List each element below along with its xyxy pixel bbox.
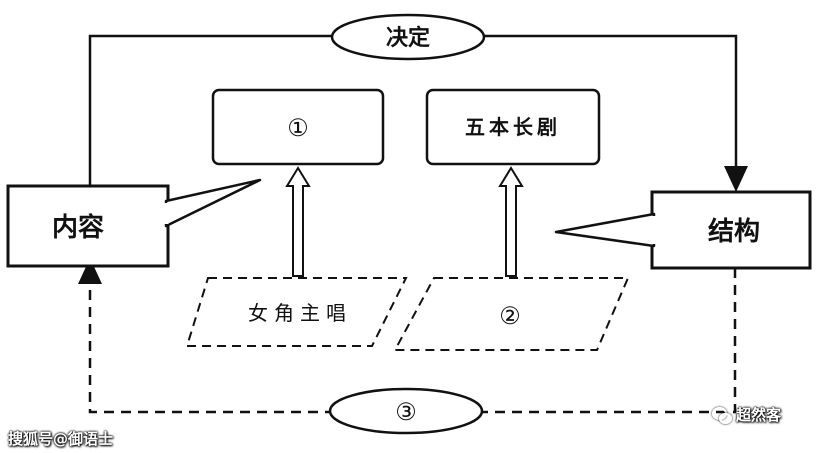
blank-box-2 [425,88,601,166]
watermark-right-text: 超然客 [736,406,782,424]
watermark-right: 超然客 [712,404,781,425]
bottom-ellipse-label: ③ [395,398,417,426]
content-box-label: 内容 [52,212,104,243]
blank-box-2-label: 五本长剧 [465,115,561,139]
decides-arrowhead [724,166,748,192]
structure-callout-pointer [554,212,656,248]
hollow-up-arrow-1 [285,166,311,277]
structure-box-label: 结构 [708,217,760,247]
source-parallelogram-1 [185,277,408,347]
blank-box-1-label: ① [287,114,309,142]
hollow-up-arrow-2 [498,166,524,277]
blank-box-1 [211,88,385,166]
source-parallelogram-2 [393,277,630,351]
decides-label: 决定 [386,25,430,51]
watermark-left: 搜狐号@御语士 [8,430,114,448]
bottom-arrowhead [78,258,102,284]
source-2-label: ② [499,302,521,330]
bottom-ellipse [328,387,484,435]
decides-ellipse [330,13,486,61]
source-1-label: 女角主唱 [248,301,352,325]
content-callout-pointer [164,178,262,228]
wechat-icon [712,406,732,424]
